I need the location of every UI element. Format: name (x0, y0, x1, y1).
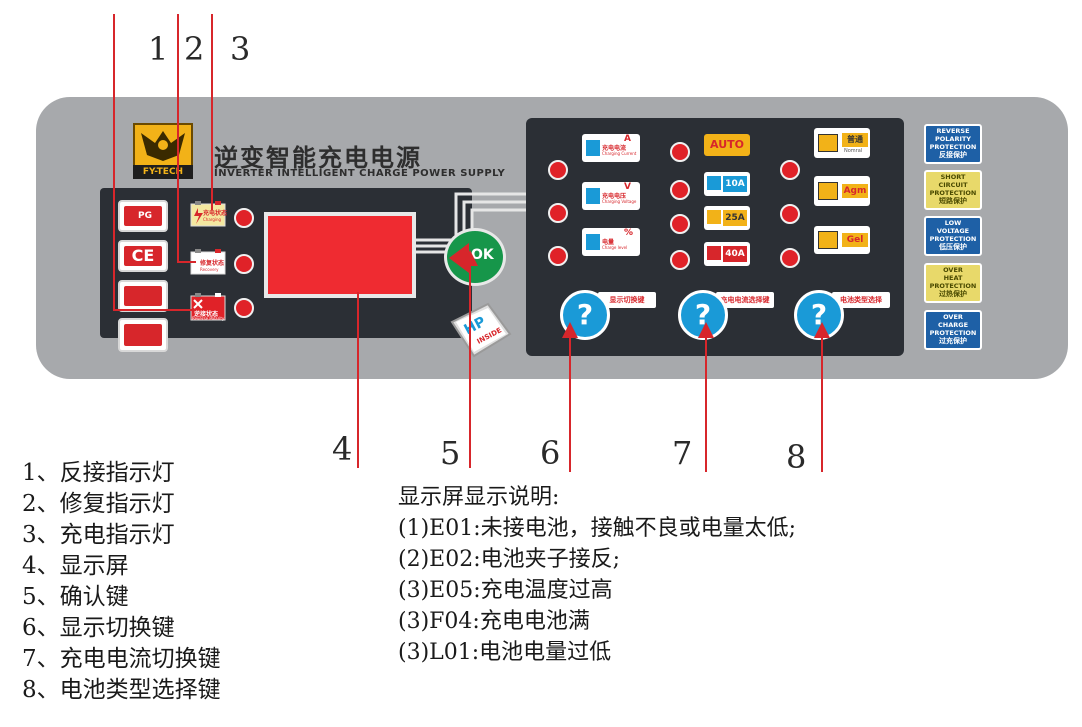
ce-mark-icon: CE (118, 240, 168, 272)
charging-led (234, 208, 254, 228)
25a-chip: 25A (704, 206, 750, 230)
mode-chip-current: 充电电流 Charging Current A (582, 134, 640, 162)
callout-line-2 (177, 14, 196, 263)
chip-icon (450, 302, 512, 358)
mode-chip-level: 电量 Charge level % (582, 228, 640, 256)
callout-number-1: 1 (148, 30, 169, 68)
normal-battery-chip: 普通 Nomral (814, 128, 870, 158)
10a-current-led (670, 180, 690, 200)
40a-current-led (670, 250, 690, 270)
legend-list: 1、反接指示灯 2、修复指示灯 3、充电指示灯 4、显示屏 5、确认键 6、显示… (22, 458, 221, 706)
short-circuit-protection: SHORT CIRCUIT PROTECTION 短路保护 (924, 170, 982, 210)
legend-item: 3、充电指示灯 (22, 522, 175, 548)
callout-arrow-6 (562, 322, 578, 338)
40a-chip: 40A (704, 242, 750, 266)
notes-heading: 显示屏显示说明: (398, 485, 560, 510)
reverse-polarity-indicator-icon: 逆接状态 Reverse Polarity (188, 292, 228, 321)
note-item: (1)E01:未接电池，接触不良或电量太低; (398, 516, 797, 541)
truck-icon (118, 318, 168, 352)
recovery-led (234, 254, 254, 274)
voltage-mode-led (548, 203, 568, 223)
note-item: (3)F04:充电电池满 (398, 609, 590, 634)
auto-current-led (670, 142, 690, 162)
gel-battery-chip: Gel (814, 226, 870, 254)
gel-battery-led (780, 248, 800, 268)
callout-arrow-5 (462, 250, 478, 266)
callout-number-7: 7 (672, 434, 693, 472)
callout-number-2: 2 (184, 30, 205, 68)
legend-item: 1、反接指示灯 (22, 460, 175, 486)
mode-chip-voltage: 充电电压 Charging Voltage V (582, 182, 640, 210)
note-item: (3)L01:电池电量过低 (398, 640, 612, 665)
current-select-button[interactable]: ? (678, 290, 728, 340)
display-select-label: 显示切换键 (598, 292, 656, 308)
callout-line-1 (113, 14, 196, 311)
panel-title-cn: 逆变智能充电电源 (214, 144, 422, 172)
vehicle-types-icon (118, 280, 168, 312)
callout-arrow-8 (814, 322, 830, 338)
note-item: (2)E02:电池夹子接反; (398, 547, 621, 572)
legend-item: 5、确认键 (22, 584, 129, 610)
callout-number-5: 5 (440, 434, 461, 472)
callout-number-8: 8 (786, 438, 807, 476)
callout-number-6: 6 (540, 434, 561, 472)
legend-item: 7、充电电流切换键 (22, 646, 221, 672)
display-select-button[interactable]: ? (560, 290, 610, 340)
reverse-polarity-protection: REVERSE POLARITY PROTECTION 反接保护 (924, 124, 982, 164)
level-mode-led (548, 246, 568, 266)
agm-battery-chip: Agm (814, 176, 870, 206)
reverse-led (234, 298, 254, 318)
recovery-indicator-icon: 修复状态 Recovery (188, 248, 228, 276)
10a-chip: 10A (704, 172, 750, 196)
normal-battery-led (780, 160, 800, 180)
over-charge-protection: OVER CHARGE PROTECTION 过充保护 (924, 310, 982, 350)
auto-chip: AUTO (704, 134, 750, 156)
agm-battery-led (780, 204, 800, 224)
pg-car-icon: PG (118, 200, 168, 232)
legend-item: 4、显示屏 (22, 553, 129, 579)
note-item: (3)E05:充电温度过高 (398, 578, 613, 603)
hp-inside-badge: HP INSIDE (446, 300, 512, 360)
over-heat-protection: OVER HEAT PROTECTION 过热保护 (924, 263, 982, 303)
display-notes: 显示屏显示说明: (1)E01:未接电池，接触不良或电量太低; (2)E02:电… (398, 482, 796, 668)
current-select-label: 充电电流选择键 (716, 292, 774, 308)
battery-type-select-label: 电池类型选择 (832, 292, 890, 308)
eagle-icon (141, 131, 185, 161)
panel-title-en: INVERTER INTELLIGENT CHARGE POWER SUPPLY (214, 168, 506, 179)
display-screen (264, 212, 416, 298)
callout-arrow-7 (698, 322, 714, 338)
legend-item: 8、电池类型选择键 (22, 677, 221, 703)
legend-item: 2、修复指示灯 (22, 491, 175, 517)
current-mode-led (548, 160, 568, 180)
25a-current-led (670, 214, 690, 234)
callout-number-3: 3 (230, 30, 251, 68)
callout-number-4: 4 (332, 430, 353, 468)
ok-button[interactable]: OK (444, 228, 506, 286)
charging-indicator-icon: 充电状态 Charging (188, 200, 228, 228)
low-voltage-protection: LOW VOLTAGE PROTECTION 低压保护 (924, 216, 982, 256)
legend-item: 6、显示切换键 (22, 615, 175, 641)
